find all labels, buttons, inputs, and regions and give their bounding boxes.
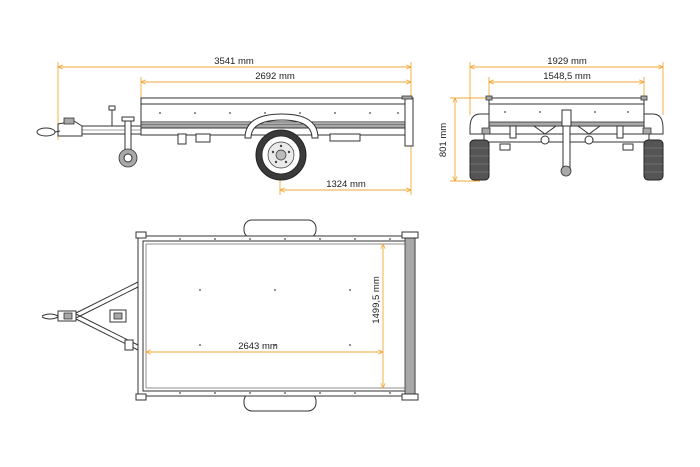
dim-inner-width: 1499,5 mm: [371, 244, 383, 388]
top-frame: [137, 235, 416, 397]
side-rivets: [159, 112, 399, 114]
rear-left-wheel-icon: [469, 139, 490, 181]
dim-overall-width: 1929 mm: [470, 56, 663, 115]
top-rivets: [179, 238, 391, 394]
inner-length-label: 2643 mm: [238, 341, 278, 352]
rear-right-wheel-icon: [643, 139, 664, 181]
top-view: 2643 mm 1499,5 mm: [41, 219, 419, 412]
dim-box-width: 1548,5 mm: [489, 71, 644, 98]
axle-to-rear-label: 1324 mm: [326, 179, 366, 190]
top-drawbar: [41, 280, 139, 352]
overall-length-label: 3541 mm: [214, 56, 254, 67]
overall-width-label: 1929 mm: [547, 56, 587, 67]
inner-width-label: 1499,5 mm: [371, 276, 382, 324]
jockey-wheel-icon: [118, 116, 138, 168]
safety-cable-icon: [36, 127, 56, 137]
fender: [244, 113, 319, 139]
dim-inner-length: 2643 mm: [146, 341, 383, 352]
box-length-label: 2692 mm: [255, 71, 295, 82]
dim-height: 801 mm: [438, 98, 489, 181]
box-width-label: 1548,5 mm: [543, 71, 591, 82]
side-view: 3541 mm 2692 mm 1324 mm: [36, 56, 414, 195]
rear-chassis-details: [499, 109, 634, 177]
height-label: 801 mm: [438, 123, 449, 157]
top-fender: [243, 219, 317, 239]
side-box: [140, 97, 412, 129]
wheel-icon: [255, 129, 307, 181]
dim-box-length: 2692 mm: [141, 71, 411, 98]
rear-view: 1929 mm 1548,5 mm 801 mm: [438, 56, 663, 181]
